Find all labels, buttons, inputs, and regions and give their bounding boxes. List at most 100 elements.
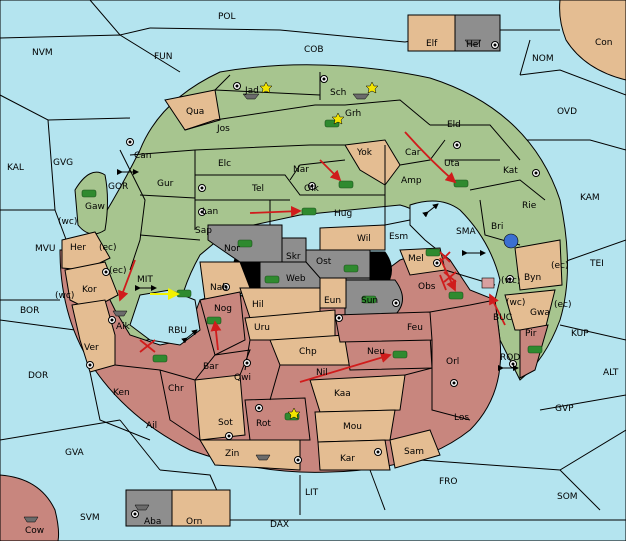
- province-con[interactable]: [559, 0, 626, 81]
- province-cow[interactable]: [0, 474, 60, 541]
- fleet-unit-icon: [481, 277, 495, 289]
- province-label: Rot: [256, 419, 271, 429]
- province-label: (wc): [506, 298, 525, 308]
- fleet-units[interactable]: [23, 39, 519, 523]
- province-label: MIT: [137, 275, 153, 285]
- sea-label-dor: DOR: [28, 371, 48, 381]
- province-label: Sot: [218, 418, 233, 428]
- province-label: Grh: [345, 109, 361, 119]
- sea-label-dax: DAX: [270, 520, 289, 530]
- province-eun[interactable]: [319, 277, 347, 309]
- province-label: BUC: [493, 313, 512, 323]
- province-label: Kar: [340, 454, 355, 464]
- province-nog[interactable]: [199, 291, 246, 356]
- army-units[interactable]: [81, 119, 543, 421]
- province-orn[interactable]: [171, 489, 231, 527]
- province-label: Qwi: [234, 373, 251, 383]
- province-kaa[interactable]: [309, 374, 406, 413]
- province-wil[interactable]: [319, 224, 386, 251]
- province-label: Obs: [418, 282, 436, 292]
- sea-label-som: SOM: [557, 492, 578, 502]
- labels: POL COB FUN NVM NOM KAL GVG OVD KAM MVU …: [7, 12, 619, 536]
- province-label: Nil: [316, 368, 328, 378]
- province-sam[interactable]: [389, 429, 441, 469]
- province-label: Nor: [224, 244, 240, 254]
- province-label: Olk: [304, 184, 320, 194]
- fleet-unit-icon: [464, 39, 482, 46]
- victory-stars: [259, 81, 379, 420]
- province-label: Ail: [146, 421, 157, 431]
- province-qua[interactable]: [164, 89, 221, 131]
- army-unit-icon: [361, 295, 377, 304]
- sea-label-fro: FRO: [439, 477, 458, 487]
- province-label: Nog: [214, 304, 232, 314]
- order-arrows: [118, 131, 506, 383]
- label-con: Con: [595, 38, 613, 48]
- province-sot[interactable]: [194, 374, 246, 441]
- province-elf[interactable]: [407, 14, 456, 52]
- sea-label-kam: KAM: [580, 193, 600, 203]
- sea-label-gva: GVA: [65, 448, 85, 458]
- province-label: Neu: [367, 347, 385, 357]
- province-label: (wc): [55, 291, 74, 301]
- army-unit-icon: [81, 189, 97, 198]
- province-label: Sam: [404, 447, 424, 457]
- province-label: Ost: [316, 257, 332, 267]
- province-label: Her: [70, 243, 86, 253]
- sea-label-kal: KAL: [7, 163, 24, 173]
- sea-label-ovd: OVD: [557, 107, 577, 117]
- province-label: Gwa: [530, 308, 550, 318]
- province-label: Ver: [84, 343, 99, 353]
- province-yok[interactable]: [344, 139, 401, 186]
- province-label: Mel: [408, 254, 424, 264]
- lagoon-sma: [409, 200, 501, 301]
- sea-label-gvp: GVP: [555, 404, 574, 414]
- province-label: Hil: [252, 300, 264, 310]
- army-unit-icon: [264, 275, 280, 284]
- province-gaw[interactable]: [74, 171, 108, 235]
- province-zin[interactable]: [199, 439, 301, 471]
- province-byn[interactable]: [514, 239, 563, 291]
- province-label: GOR: [108, 182, 128, 192]
- province-label: Nar: [293, 165, 309, 175]
- star-icon: [365, 81, 379, 94]
- province-label: Eun: [324, 296, 341, 306]
- label-aba: Aba: [144, 517, 161, 527]
- province-label: Aik: [116, 322, 131, 332]
- province-label: ROD: [500, 353, 520, 363]
- sea-borders: [0, 0, 626, 521]
- army-unit-icon: [206, 316, 222, 325]
- province-label: Kat: [503, 166, 518, 176]
- province-label: Bri: [491, 222, 503, 232]
- province-label: (ec): [109, 266, 127, 276]
- province-label: Car: [405, 148, 421, 158]
- fleet-unit-icon: [503, 233, 519, 249]
- province-label: Nab: [210, 283, 228, 293]
- province-label: (wc): [58, 217, 77, 227]
- province-label: Los: [454, 413, 469, 423]
- province-label: Feu: [407, 323, 423, 333]
- province-kar[interactable]: [317, 439, 391, 471]
- province-label: Qua: [186, 107, 204, 117]
- fleet-unit-icon: [242, 93, 260, 100]
- province-label: Sap: [195, 226, 212, 236]
- sea-label-cob: COB: [304, 45, 324, 55]
- province-label: Pir: [525, 329, 537, 339]
- province-label: Kor: [82, 285, 97, 295]
- army-unit-icon: [392, 350, 408, 359]
- province-label: (ec): [554, 300, 572, 310]
- province-label: Esm: [389, 232, 408, 242]
- province-rot[interactable]: [244, 397, 311, 441]
- province-aba[interactable]: [125, 489, 173, 527]
- army-unit-icon: [343, 264, 359, 273]
- province-label: Kaa: [334, 389, 351, 399]
- province-label: Amp: [401, 176, 422, 186]
- province-label: (ec): [551, 261, 569, 271]
- province-label: Lan: [202, 207, 218, 217]
- province-label: Jad: [244, 86, 259, 96]
- army-unit-icon: [527, 345, 543, 354]
- channel-arrows: [117, 169, 519, 371]
- province-label: Yok: [356, 148, 373, 158]
- sea-label-gvg: GVG: [53, 158, 73, 168]
